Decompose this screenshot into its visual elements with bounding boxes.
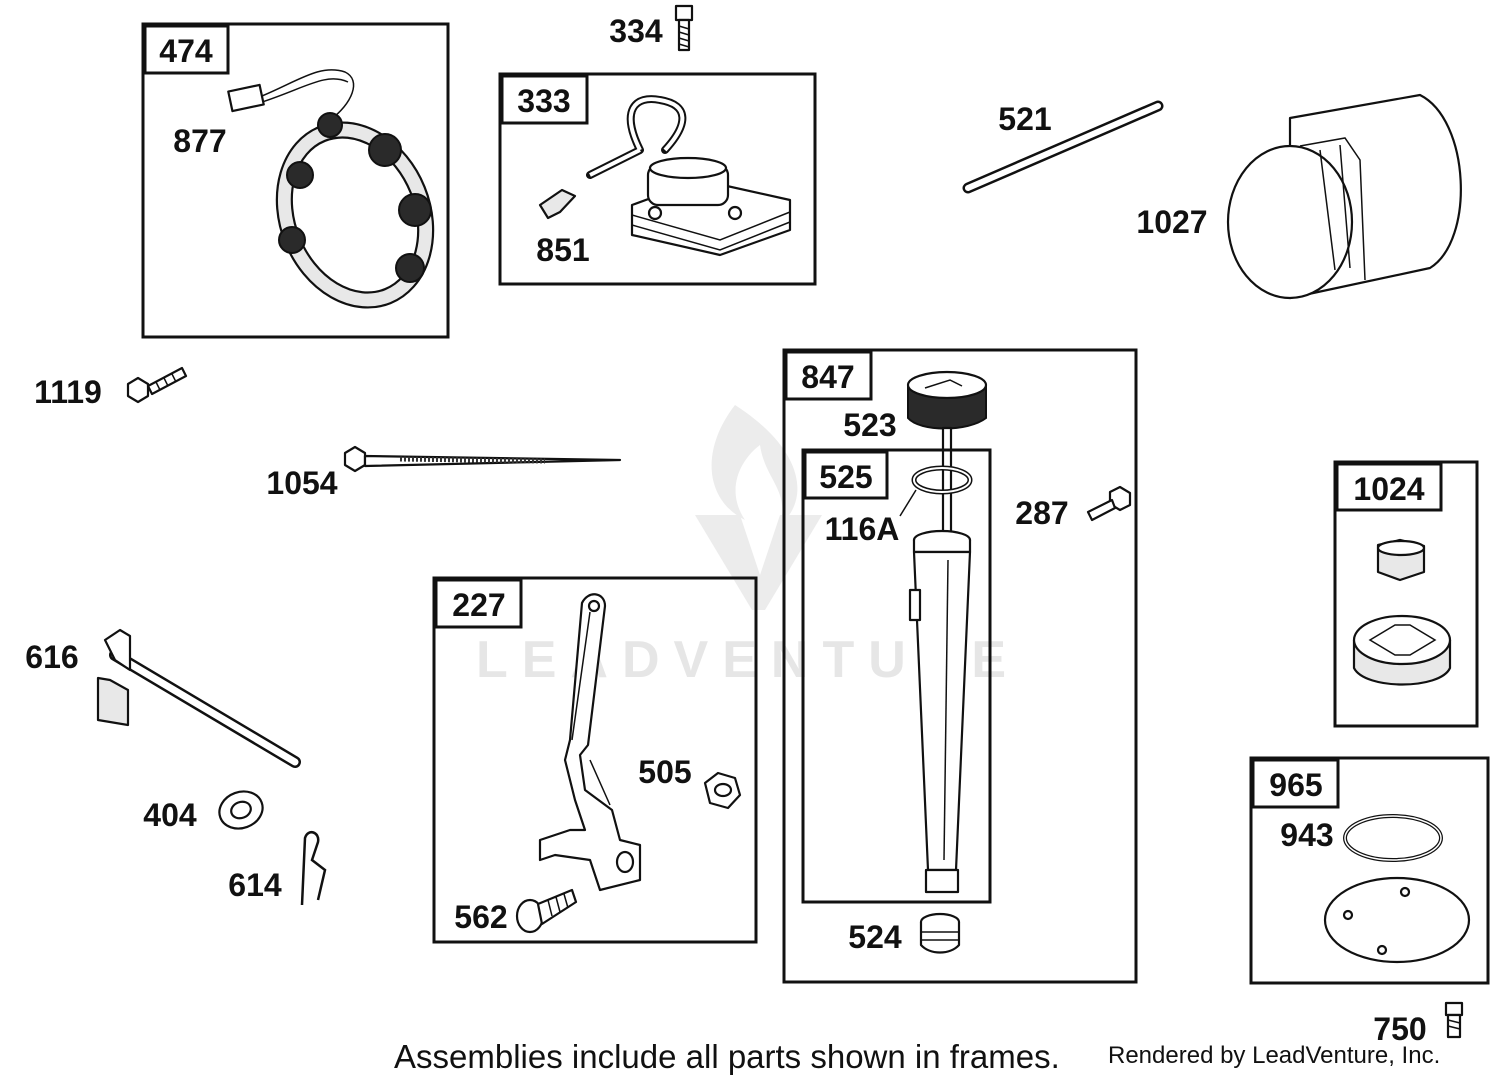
washer-404 (218, 790, 264, 830)
dipstick-cap-523 (906, 370, 988, 550)
outer-rotor (1352, 614, 1452, 686)
flame-logo-icon (695, 405, 822, 610)
bolt-1119 (126, 366, 188, 404)
clip-851 (538, 188, 577, 220)
oil-filter-1027 (1226, 93, 1462, 300)
frame-965: 965 943 (1249, 756, 1490, 985)
callout-614: 614 (228, 867, 282, 903)
frame-333: 333 851 (498, 72, 817, 286)
o-ring-116a (911, 465, 973, 495)
callout-524: 524 (848, 919, 902, 955)
frame-label-227: 227 (452, 587, 505, 623)
callout-404: 404 (143, 797, 197, 833)
frame-label-474: 474 (159, 33, 213, 69)
callout-1054: 1054 (266, 465, 337, 501)
screw-334 (674, 4, 694, 52)
frame-474: 474 877 (141, 22, 450, 339)
callout-851: 851 (536, 232, 589, 268)
callout-287: 287 (1015, 495, 1068, 531)
frame-label-1024: 1024 (1353, 471, 1424, 507)
callout-943: 943 (1280, 817, 1333, 853)
frame-227: 227 505 562 (432, 576, 758, 944)
callout-334: 334 (609, 13, 663, 49)
grommet-524 (919, 912, 961, 954)
frame-525: 525 116A (801, 448, 992, 904)
frame-label-525: 525 (819, 459, 872, 495)
cable-tie-1054 (343, 445, 622, 473)
governor-shaft-616 (96, 628, 301, 768)
screw-287 (1086, 485, 1132, 522)
callout-505: 505 (638, 754, 691, 790)
frame-label-965: 965 (1269, 767, 1322, 803)
stator-part (227, 69, 435, 309)
armature-part (586, 95, 792, 257)
callout-877: 877 (173, 123, 226, 159)
dipstick-tube-body (908, 529, 972, 894)
callout-521: 521 (998, 101, 1051, 137)
gasket-943 (1343, 814, 1443, 862)
callout-1027: 1027 (1136, 204, 1207, 240)
governor-lever (538, 593, 642, 892)
frame-label-333: 333 (517, 83, 570, 119)
callout-750: 750 (1373, 1011, 1426, 1047)
nut-505 (703, 771, 742, 810)
footer-credit: Rendered by LeadVenture, Inc. (1108, 1042, 1440, 1069)
footer-note: Assemblies include all parts shown in fr… (394, 1038, 1060, 1075)
frame-label-847: 847 (801, 359, 854, 395)
callout-562: 562 (454, 899, 507, 935)
callout-616: 616 (25, 639, 78, 675)
callout-1119: 1119 (34, 374, 102, 410)
dipstick-tube-521 (962, 100, 1164, 194)
callout-523: 523 (843, 407, 896, 443)
frame-847: 847 523 525 116A (782, 348, 1138, 984)
cover-plate (1323, 876, 1471, 964)
callout-116a: 116A (825, 511, 900, 547)
inner-rotor (1376, 538, 1426, 582)
screw-750 (1444, 1001, 1464, 1039)
screw-562 (515, 888, 578, 934)
frame-1024: 1024 (1333, 460, 1479, 728)
hair-pin-614 (300, 830, 327, 906)
